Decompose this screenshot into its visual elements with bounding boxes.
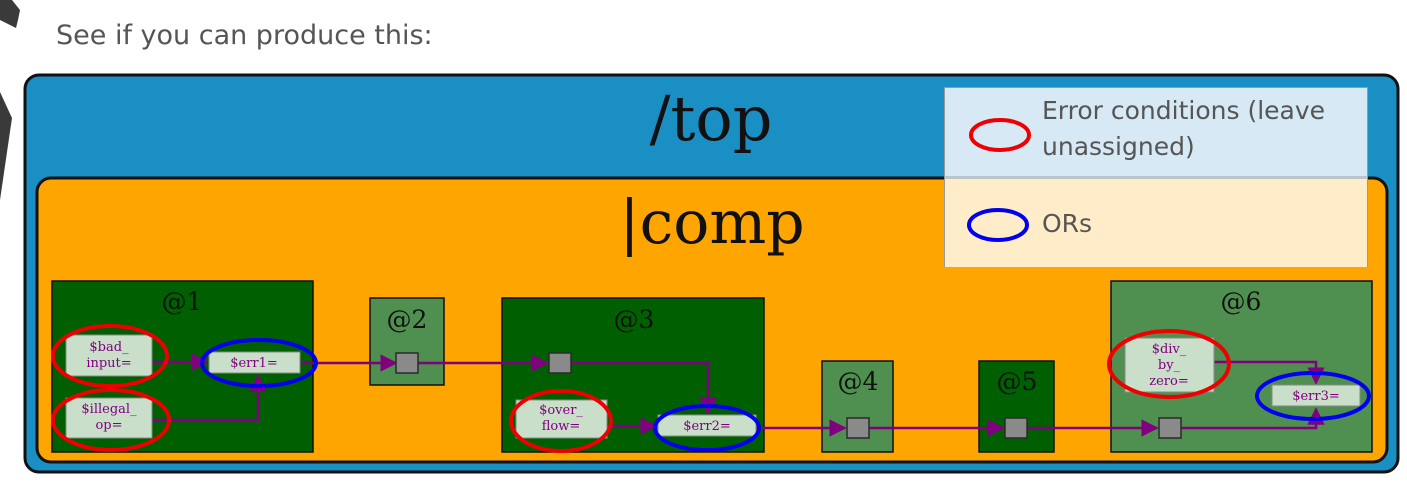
red-ellipse-icon (969, 118, 1031, 152)
or-ring-err2 (653, 404, 761, 452)
node-div-by-zero-line1: $div_ (1152, 342, 1187, 357)
legend: Error conditions (leave unassigned) ORs (944, 87, 1368, 267)
or-ring-err1 (200, 338, 318, 388)
pipe-reg-stage6 (1158, 417, 1182, 439)
wire-illegal-op-err1 (152, 374, 267, 422)
comp-scope-label: |comp (619, 188, 804, 258)
or-ring-err3 (1255, 371, 1371, 421)
pipe-reg-stage5 (1004, 417, 1028, 439)
legend-or-label: ORs (1042, 209, 1093, 238)
node-bad-input-line2: input= (86, 356, 131, 371)
node-illegal-op-line1: $illegal_ (81, 402, 137, 417)
stage-3-label: @3 (614, 305, 655, 334)
blue-ellipse-icon (967, 208, 1029, 242)
node-err3: $err3= (1271, 384, 1361, 407)
pipe-reg-stage3 (548, 352, 572, 374)
node-err2-line1: $err2= (683, 419, 731, 434)
legend-item-error: Error conditions (leave unassigned) (945, 88, 1367, 179)
pipe-reg-stage2 (395, 352, 419, 374)
node-div-by-zero-line3: zero= (1149, 374, 1188, 389)
node-over-flow-line2: flow= (542, 419, 581, 434)
node-illegal-op-line2: op= (95, 418, 122, 433)
stage-5-label: @5 (997, 367, 1038, 396)
node-bad-input: $bad_ input= (65, 334, 153, 377)
prompt-text: See if you can produce this: (56, 20, 433, 51)
error-ring-div-by-zero (1107, 329, 1231, 399)
node-err1-line1: $err1= (230, 356, 278, 371)
legend-error-label: Error conditions (leave unassigned) (1042, 96, 1326, 161)
pipe-reg-stage4 (846, 417, 870, 439)
node-div-by-zero-line2: by_ (1158, 358, 1181, 373)
stage-4-label: @4 (838, 367, 879, 396)
node-err2: $err2= (657, 414, 757, 437)
stage-6-label: @6 (1221, 287, 1262, 316)
node-bad-input-line1: $bad_ (89, 340, 129, 355)
slide-chevron-icon (0, 0, 20, 200)
top-scope-label: /top (650, 82, 773, 155)
node-err3-line1: $err3= (1292, 389, 1340, 404)
stage-1-label: @1 (162, 287, 203, 316)
wire-stage6-err3 (1181, 407, 1325, 430)
error-ring-illegal-op (51, 388, 171, 452)
error-ring-bad-input (51, 324, 169, 388)
wire-div-by-zero-err3 (1214, 360, 1325, 385)
node-illegal-op: $illegal_ op= (65, 397, 153, 439)
wire-stage3-err2 (571, 361, 717, 415)
stage-2-label: @2 (387, 305, 428, 334)
node-over-flow-line1: $over_ (539, 403, 583, 418)
error-ring-over-flow (509, 389, 613, 453)
node-err1: $err1= (208, 351, 301, 374)
node-div-by-zero: $div_ by_ zero= (1124, 337, 1215, 393)
node-over-flow: $over_ flow= (515, 399, 608, 439)
legend-item-or: ORs (945, 179, 1367, 267)
